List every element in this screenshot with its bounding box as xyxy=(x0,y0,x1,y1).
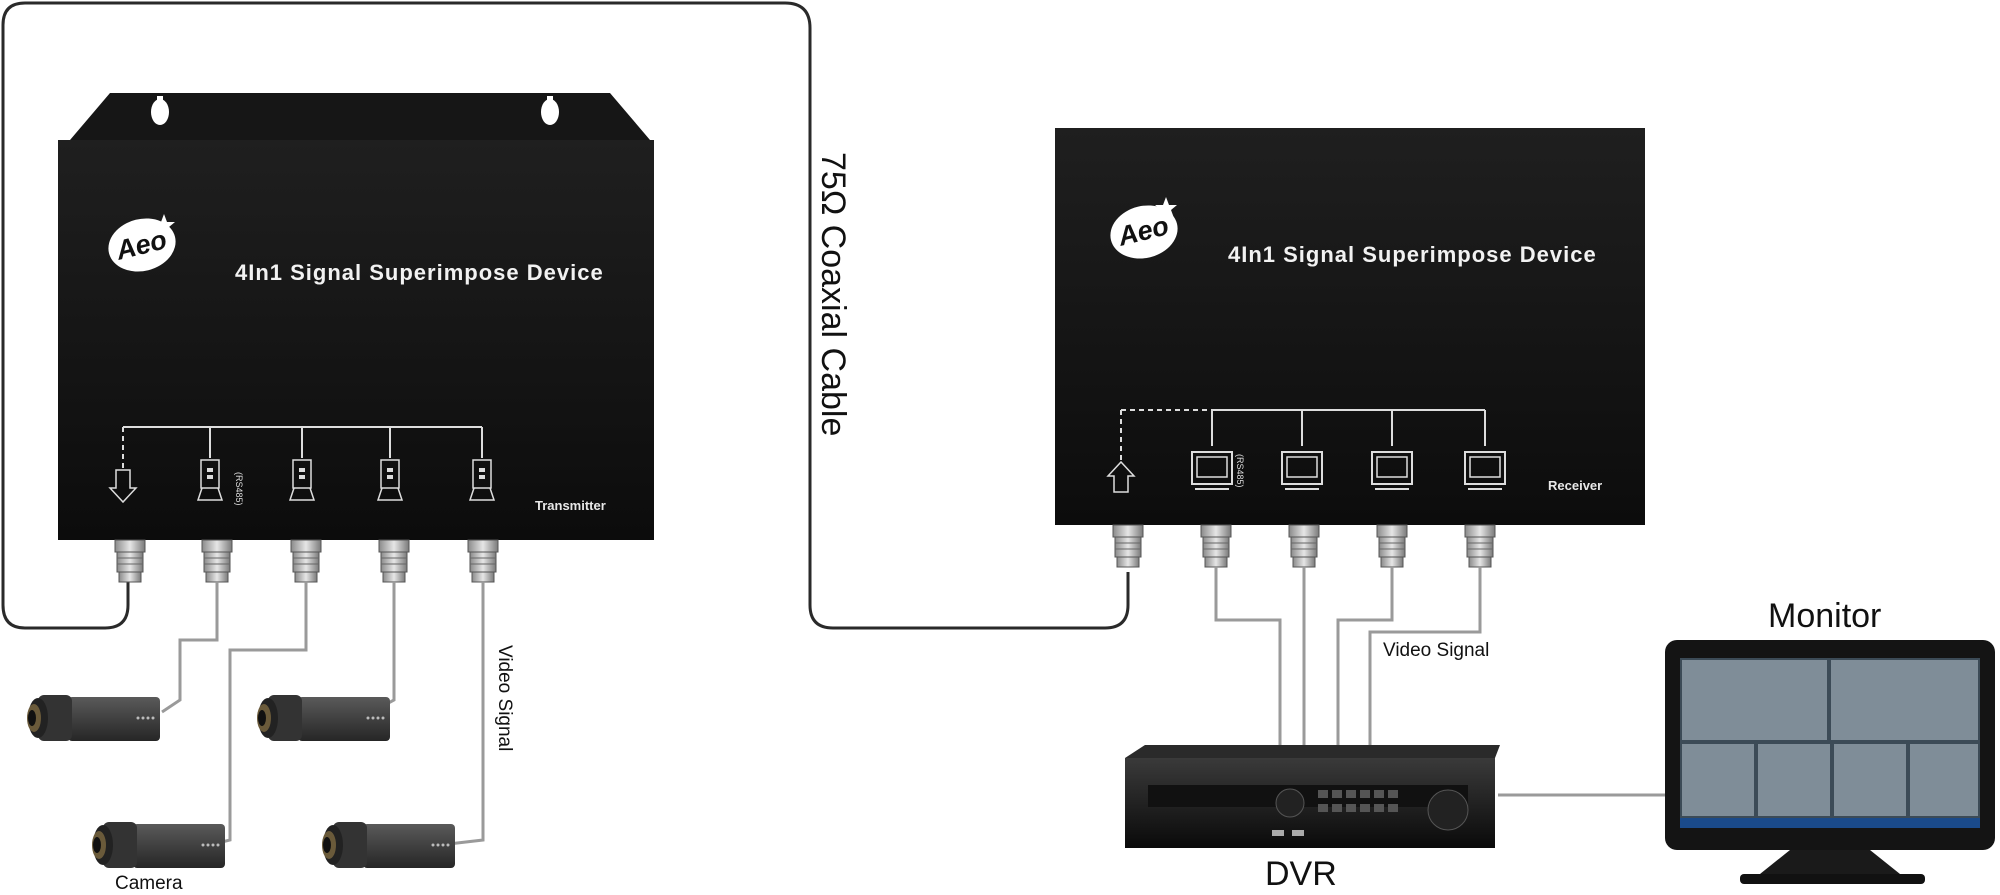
dvr-label: DVR xyxy=(1265,855,1337,893)
camera-label: Camera xyxy=(115,873,183,894)
receiver-role: Receiver xyxy=(1548,478,1603,493)
camera-4 xyxy=(322,822,455,868)
receiver-bnc-4 xyxy=(1464,524,1496,568)
video-signal-label-right: Video Signal xyxy=(1383,640,1490,661)
receiver-bnc-cable xyxy=(1112,524,1144,568)
transmitter-role: Transmitter xyxy=(535,498,606,513)
receiver-bnc-3 xyxy=(1376,524,1408,568)
camera-2 xyxy=(257,695,390,741)
receiver-bnc-2 xyxy=(1288,524,1320,568)
monitor-label: Monitor xyxy=(1768,597,1882,635)
aeo-logo xyxy=(1110,205,1178,259)
transmitter-device xyxy=(58,93,654,540)
receiver-device xyxy=(1055,128,1645,525)
transmitter-bnc-1 xyxy=(201,539,233,583)
monitor-unit xyxy=(1665,640,1995,884)
dvr-wires xyxy=(1214,567,1668,797)
coaxial-cable xyxy=(1,1,1130,630)
transmitter-bnc-3 xyxy=(378,539,410,583)
dvr-unit xyxy=(1125,745,1500,848)
transmitter-title: 4In1 Signal Superimpose Device xyxy=(235,260,604,285)
receiver-bnc-1 xyxy=(1200,524,1232,568)
coaxial-cable-label: 75Ω Coaxial Cable xyxy=(814,152,852,437)
transmitter-bnc-4 xyxy=(467,539,499,583)
transmitter-rs485: (RS485) xyxy=(234,472,244,506)
transmitter-bnc-2 xyxy=(290,539,322,583)
transmitter-bnc-cable xyxy=(114,539,146,583)
camera-1 xyxy=(27,695,160,741)
camera-3 xyxy=(92,822,225,868)
receiver-title: 4In1 Signal Superimpose Device xyxy=(1228,242,1597,267)
video-signal-label-left: Video Signal xyxy=(494,645,515,752)
receiver-rs485: (RS485) xyxy=(1235,454,1245,488)
